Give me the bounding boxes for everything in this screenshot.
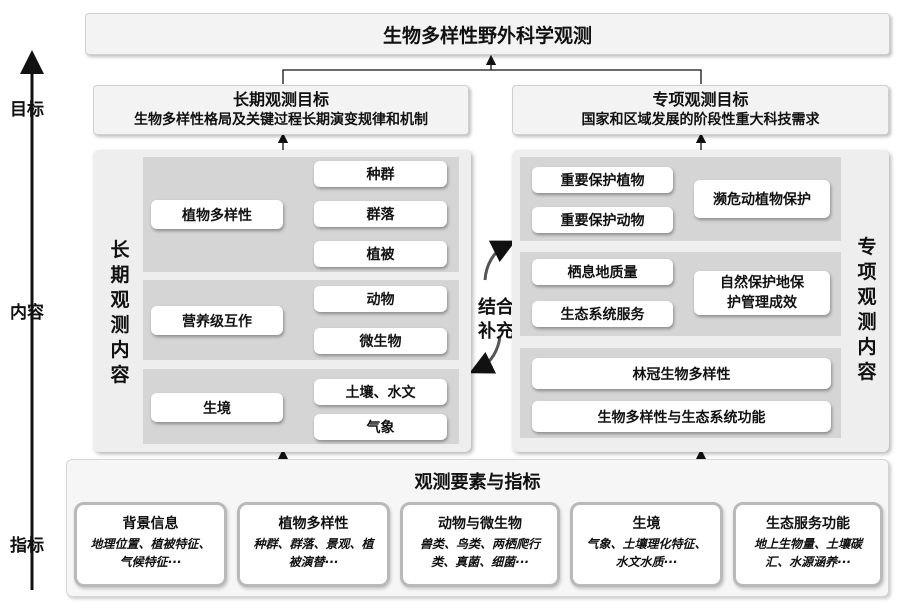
- special-goal-box: 专项观测目标 国家和区域发展的阶段性重大科技需求: [512, 85, 889, 135]
- item-population: 种群: [314, 161, 447, 187]
- item-vegetation: 植被: [314, 241, 447, 267]
- long-term-content-label: 长期观测内容: [110, 239, 130, 386]
- indicator-card: 背景信息 地理位置、植被特征、气候特征···: [74, 502, 227, 587]
- indicator-card: 动物与微生物 兽类、鸟类、两栖爬行类、真菌、细菌···: [400, 502, 560, 587]
- result-protected-area-effectiveness: 自然保护地保护管理成效: [694, 271, 830, 315]
- item-habitat-quality: 栖息地质量: [532, 259, 673, 285]
- group-label-plant-diversity: 植物多样性: [151, 200, 283, 229]
- indicator-title: 背景信息: [122, 516, 179, 532]
- goal-connector: [282, 69, 702, 84]
- top-title: 生物多样性野外科学观测: [85, 13, 890, 55]
- indicator-desc: 兽类、鸟类、两栖爬行类、真菌、细菌···: [419, 537, 540, 569]
- long-term-goal-title: 长期观测目标: [232, 90, 329, 109]
- indicator-title: 植物多样性: [278, 516, 349, 532]
- combine-label: 结合补充: [478, 297, 514, 342]
- special-goal-title: 专项观测目标: [652, 90, 749, 109]
- group-label-trophic-interaction: 营养级互作: [151, 306, 283, 335]
- item-soil-hydrology: 土壤、水文: [314, 379, 447, 405]
- axis-label-indicator: 指标: [10, 536, 44, 556]
- indicator-desc: 种群、群落、景观、植被演替···: [253, 537, 374, 569]
- indicator-card: 植物多样性 种群、群落、景观、植被演替···: [237, 502, 390, 587]
- item-animal: 动物: [314, 286, 447, 312]
- indicator-card: 生境 气象、土壤理化特征、水文水质···: [570, 502, 723, 587]
- item-biodiversity-ecosystem-function: 生物多样性与生态系统功能: [532, 401, 831, 432]
- item-meteorology: 气象: [314, 414, 447, 440]
- item-key-protected-animals: 重要保护动物: [532, 207, 673, 233]
- indicator-title: 动物与微生物: [438, 516, 522, 532]
- cycle-arrow-top: [483, 240, 516, 281]
- cycle-arrow-bottom: [469, 335, 502, 374]
- special-content-label: 专项观测内容: [857, 236, 877, 383]
- group-label-habitat: 生境: [151, 393, 283, 422]
- result-endangered-species-protection: 濒危动植物保护: [694, 180, 830, 218]
- axis-label-goal: 目标: [10, 100, 44, 120]
- item-ecosystem-services: 生态系统服务: [532, 301, 673, 327]
- long-term-goal-box: 长期观测目标 生物多样性格局及关键过程长期演变规律和机制: [93, 85, 469, 135]
- axis-label-content: 内容: [10, 303, 44, 323]
- item-key-protected-plants: 重要保护植物: [532, 167, 673, 193]
- special-goal-subtitle: 国家和区域发展的阶段性重大科技需求: [581, 112, 820, 128]
- item-microbe: 微生物: [314, 328, 447, 354]
- indicator-desc: 地上生物量、土壤碳汇、水源涵养···: [753, 537, 862, 569]
- long-term-goal-subtitle: 生物多样性格局及关键过程长期演变规律和机制: [134, 112, 428, 128]
- indicator-title: 生境: [632, 516, 661, 532]
- indicator-title: 生态服务功能: [766, 516, 850, 532]
- indicators-title: 观测要素与指标: [414, 472, 541, 493]
- indicator-desc: 地理位置、植被特征、气候特征···: [90, 537, 211, 569]
- indicator-desc: 气象、土壤理化特征、水文水质···: [586, 537, 707, 569]
- item-community: 群落: [314, 201, 447, 227]
- indicator-card: 生态服务功能 地上生物量、土壤碳汇、水源涵养···: [733, 502, 883, 587]
- item-canopy-biodiversity: 林冠生物多样性: [532, 358, 831, 389]
